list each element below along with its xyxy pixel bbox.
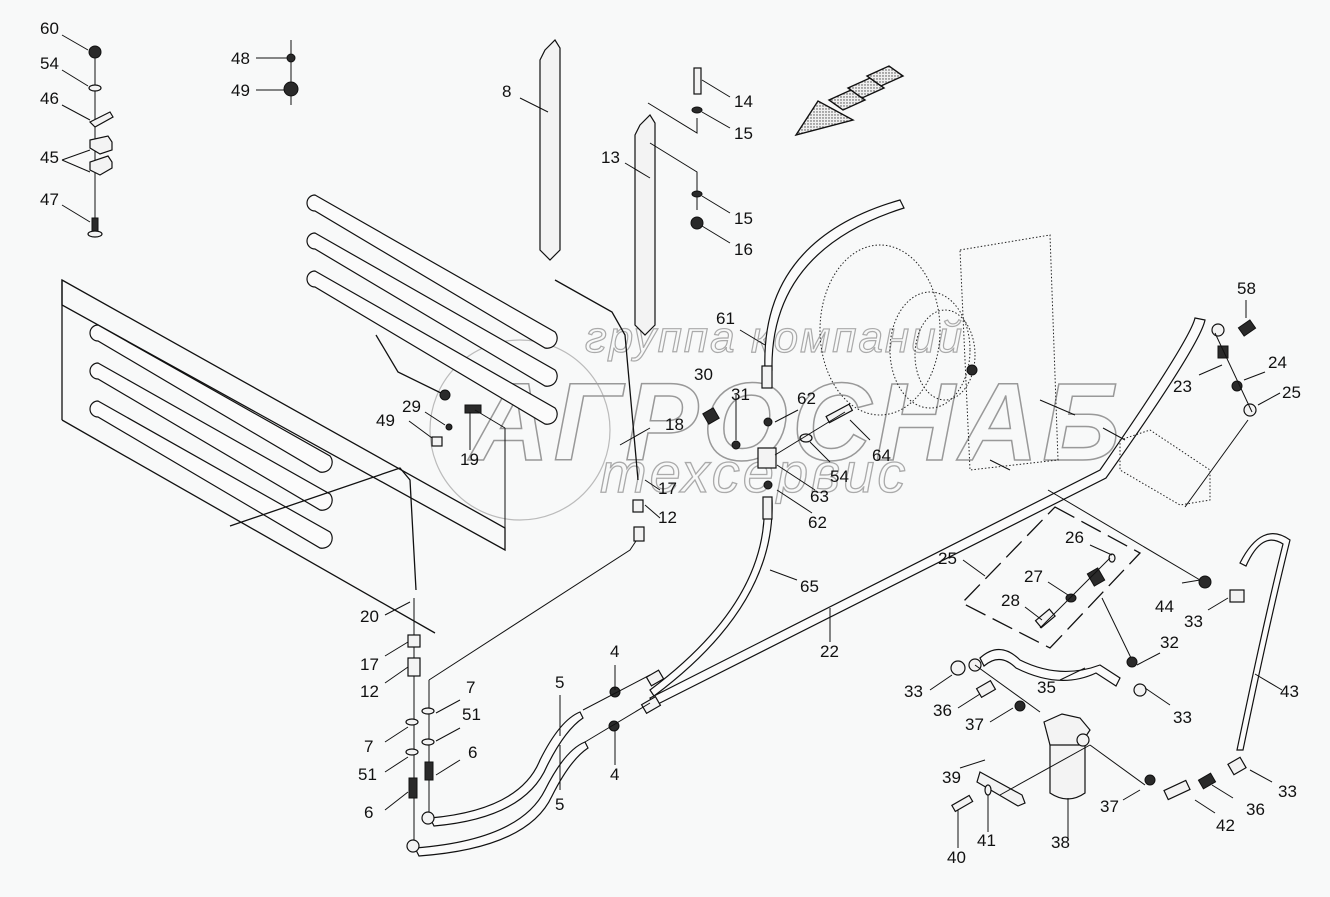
callout-43: 43 <box>1280 682 1299 701</box>
watermark-line2: АГРОСНАБ <box>467 361 1124 484</box>
clamp-half-45a <box>89 135 113 155</box>
callout-18: 18 <box>665 415 684 434</box>
callout-65: 65 <box>800 577 819 596</box>
callout-33: 33 <box>1173 708 1192 727</box>
callout-16: 16 <box>734 240 753 259</box>
hose-35 <box>929 648 1171 723</box>
callout-36: 36 <box>933 701 952 720</box>
pump-housing <box>764 199 1076 471</box>
callout-31: 31 <box>731 385 750 404</box>
fittings-right <box>1102 300 1281 508</box>
callout-5: 5 <box>555 673 564 692</box>
callout-27: 27 <box>1024 567 1043 586</box>
callout-48: 48 <box>231 49 250 68</box>
callout-47: 47 <box>40 190 59 209</box>
watermark-line3: техсервис <box>600 441 908 504</box>
callout-44: 44 <box>1155 597 1174 616</box>
callout-46: 46 <box>40 89 59 108</box>
callout-35: 35 <box>1037 678 1056 697</box>
nut-washer-48-49 <box>256 40 299 105</box>
callout-8: 8 <box>502 82 511 101</box>
callout-33: 33 <box>904 682 923 701</box>
callout-25: 25 <box>938 549 957 568</box>
callout-25: 25 <box>1282 383 1301 402</box>
callout-30: 30 <box>694 365 713 384</box>
callout-58: 58 <box>1237 279 1256 298</box>
callout-15: 15 <box>734 209 753 228</box>
plate-46 <box>88 111 114 128</box>
callout-6: 6 <box>364 803 373 822</box>
callout-63: 63 <box>810 487 829 506</box>
callout-26: 26 <box>1065 528 1084 547</box>
callout-29: 29 <box>402 397 421 416</box>
kit-25-box <box>960 489 1291 751</box>
callout-62: 62 <box>808 513 827 532</box>
callout-15: 15 <box>734 124 753 143</box>
callout-12: 12 <box>360 682 379 701</box>
callout-17: 17 <box>658 479 677 498</box>
callout-17: 17 <box>360 655 379 674</box>
callout-51: 51 <box>462 705 481 724</box>
bolt-47 <box>91 217 99 233</box>
direction-arrow-icon <box>794 65 905 137</box>
callout-62: 62 <box>797 389 816 408</box>
callout-49: 49 <box>376 411 395 430</box>
radiator-panel-left <box>61 278 506 634</box>
bracket-8 <box>519 39 561 261</box>
callout-42: 42 <box>1216 816 1235 835</box>
watermark: группа компаний АГРОСНАБ техсервис <box>429 312 1124 521</box>
callout-54: 54 <box>40 54 59 73</box>
callout-39: 39 <box>942 768 961 787</box>
callout-33: 33 <box>1184 612 1203 631</box>
callout-5: 5 <box>555 795 564 814</box>
callout-37: 37 <box>965 715 984 734</box>
callout-37: 37 <box>1100 797 1119 816</box>
callout-49: 49 <box>231 81 250 100</box>
callout-7: 7 <box>364 737 373 756</box>
callout-60: 60 <box>40 19 59 38</box>
clamp-assembly <box>61 34 114 238</box>
callout-61: 61 <box>716 309 735 328</box>
callout-14: 14 <box>734 92 753 111</box>
callout-23: 23 <box>1173 377 1192 396</box>
callout-13: 13 <box>601 148 620 167</box>
callout-19: 19 <box>460 450 479 469</box>
filter-38 <box>951 713 1273 848</box>
callout-45: 45 <box>40 148 59 167</box>
callout-6: 6 <box>468 743 477 762</box>
callout-labels: 60 54 46 45 47 48 49 8 13 14 15 15 16 61… <box>40 19 1301 867</box>
callout-4: 4 <box>610 765 619 784</box>
hoses-5 <box>384 479 665 857</box>
callout-28: 28 <box>1001 591 1020 610</box>
radiator-coils-upper <box>306 194 651 528</box>
clamp-half-45b <box>89 155 113 176</box>
callout-4: 4 <box>610 642 619 661</box>
washer-54 <box>88 84 102 92</box>
callout-51: 51 <box>358 765 377 784</box>
callout-36: 36 <box>1246 800 1265 819</box>
callout-38: 38 <box>1051 833 1070 852</box>
callout-22: 22 <box>820 642 839 661</box>
bracket-13 <box>624 67 731 336</box>
nut-60 <box>88 45 102 59</box>
callout-54: 54 <box>830 467 849 486</box>
callout-33: 33 <box>1278 782 1297 801</box>
callout-40: 40 <box>947 848 966 867</box>
callout-64: 64 <box>872 446 891 465</box>
watermark-gear-icon <box>429 339 611 521</box>
callout-12: 12 <box>658 508 677 527</box>
callout-7: 7 <box>466 678 475 697</box>
callout-20: 20 <box>360 607 379 626</box>
callout-32: 32 <box>1160 633 1179 652</box>
callout-24: 24 <box>1268 353 1287 372</box>
callout-41: 41 <box>977 831 996 850</box>
